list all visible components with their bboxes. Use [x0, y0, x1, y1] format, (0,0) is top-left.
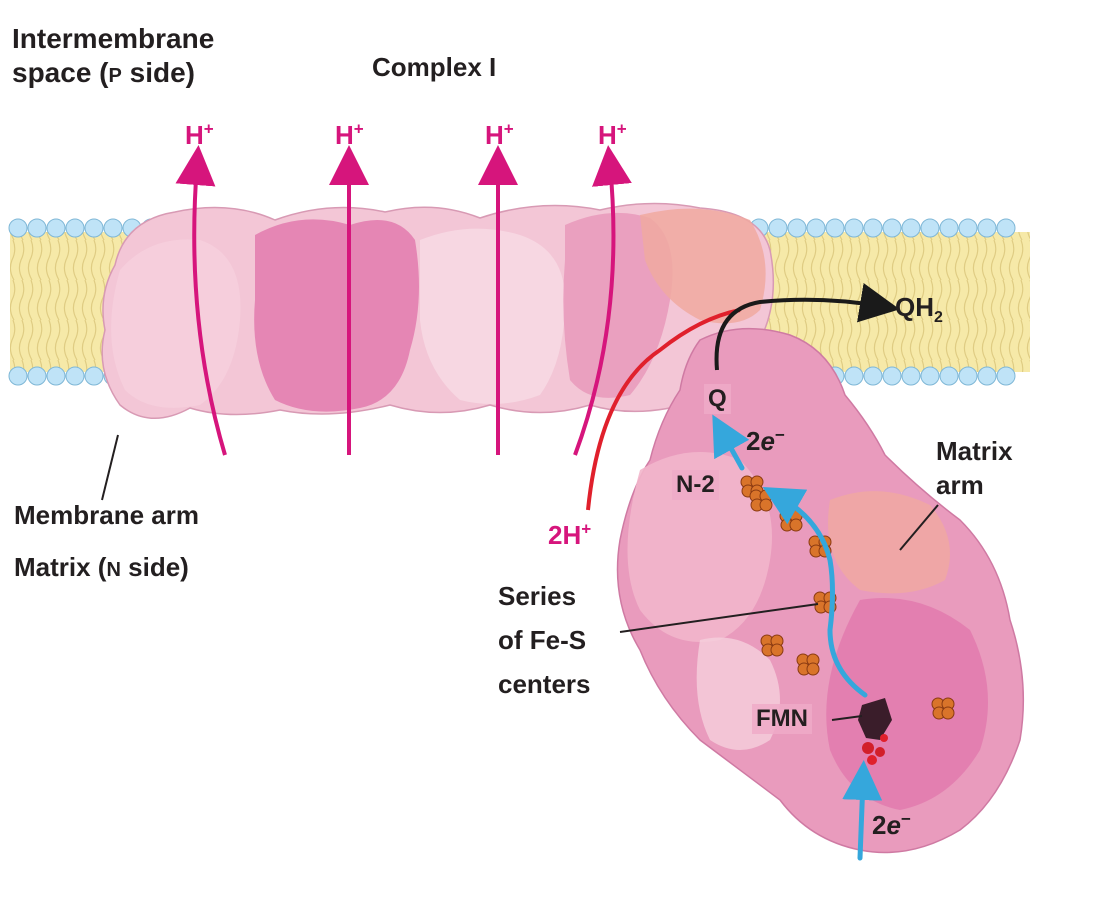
fmn-leader — [831, 715, 863, 721]
lipid-head — [901, 366, 921, 386]
matrix-arm-line-2: arm — [936, 470, 984, 500]
qh2-label: QH2 — [895, 292, 943, 327]
two-e-upper-label: 2e− — [746, 425, 785, 456]
lipid-head — [84, 218, 104, 238]
qh2-arrow — [714, 282, 900, 371]
lipid-head — [920, 218, 940, 238]
lipid-head — [8, 218, 28, 238]
matrix-arm-leader — [899, 504, 939, 551]
lipid-head — [825, 218, 845, 238]
membrane-arm-leader — [101, 434, 119, 501]
lipid-head — [901, 218, 921, 238]
lipid-head — [996, 218, 1016, 238]
lipid-head — [787, 218, 807, 238]
matrix-arm-label: Matrix arm — [936, 434, 1013, 502]
h-plus-label-3: H+ — [485, 119, 514, 150]
lipid-head — [65, 366, 85, 386]
fe-s-cluster — [749, 489, 773, 512]
lipid-head — [806, 218, 826, 238]
lipid-head — [46, 218, 66, 238]
q-label: Q — [704, 384, 731, 414]
membrane-arm-protein — [101, 202, 775, 420]
lipid-head — [844, 218, 864, 238]
lipid-head — [939, 366, 959, 386]
membrane-arm-label: Membrane arm — [14, 500, 199, 530]
h-plus-label-4: H+ — [598, 119, 627, 150]
intermembrane-line-2: space (P side) — [12, 57, 195, 88]
fe-s-cluster — [796, 653, 820, 676]
matrix-side-label: Matrix (N side) — [14, 552, 189, 582]
intermembrane-line-1: Intermembrane — [12, 23, 215, 54]
fmn-label: FMN — [752, 704, 812, 734]
matrix-arm-line-1: Matrix — [936, 436, 1013, 466]
proton-arrow-4 — [573, 145, 632, 456]
lipid-head — [920, 366, 940, 386]
lipid-head — [958, 218, 978, 238]
fmn-cofactor — [858, 698, 892, 765]
lipid-head — [977, 218, 997, 238]
two-e-lower-label: 2e− — [872, 809, 911, 840]
electron-path — [712, 414, 883, 861]
lipid-head — [996, 366, 1016, 386]
fe-s-cluster — [931, 697, 955, 720]
lipid-head — [844, 366, 864, 386]
h-plus-label-1: H+ — [185, 119, 214, 150]
proton-arrow-1 — [175, 145, 227, 456]
fes-line-1: Series — [498, 581, 577, 611]
intermembrane-label: Intermembrane space (P side) — [12, 22, 214, 93]
lipid-head — [882, 366, 902, 386]
proton-arrows — [175, 145, 632, 456]
lipid-head — [882, 218, 902, 238]
lipid-head — [65, 218, 85, 238]
lipid-head — [27, 366, 47, 386]
complex-title: Complex I — [372, 52, 497, 82]
lipid-head — [46, 366, 66, 386]
lipid-head — [958, 366, 978, 386]
lipid-head — [863, 218, 883, 238]
lipid-head — [977, 366, 997, 386]
lipid-head — [939, 218, 959, 238]
lipid-head — [863, 366, 883, 386]
lipid-head — [84, 366, 104, 386]
lipid-head — [768, 218, 788, 238]
fes-line-2: of Fe-S — [498, 625, 587, 655]
fes-leader — [619, 603, 819, 633]
fes-centers-label: Series of Fe-S centers — [498, 574, 591, 706]
fe-s-cluster — [760, 634, 784, 657]
lipid-head — [8, 366, 28, 386]
h-plus-label-2: H+ — [335, 119, 364, 150]
lipid-head — [27, 218, 47, 238]
lipid-head — [103, 218, 123, 238]
n2-label: N-2 — [672, 470, 719, 500]
two-h-plus-label: 2H+ — [548, 519, 592, 550]
fes-line-3: centers — [498, 669, 591, 699]
matrix-arm-protein — [616, 327, 1025, 854]
two-h-arrow — [586, 308, 741, 511]
